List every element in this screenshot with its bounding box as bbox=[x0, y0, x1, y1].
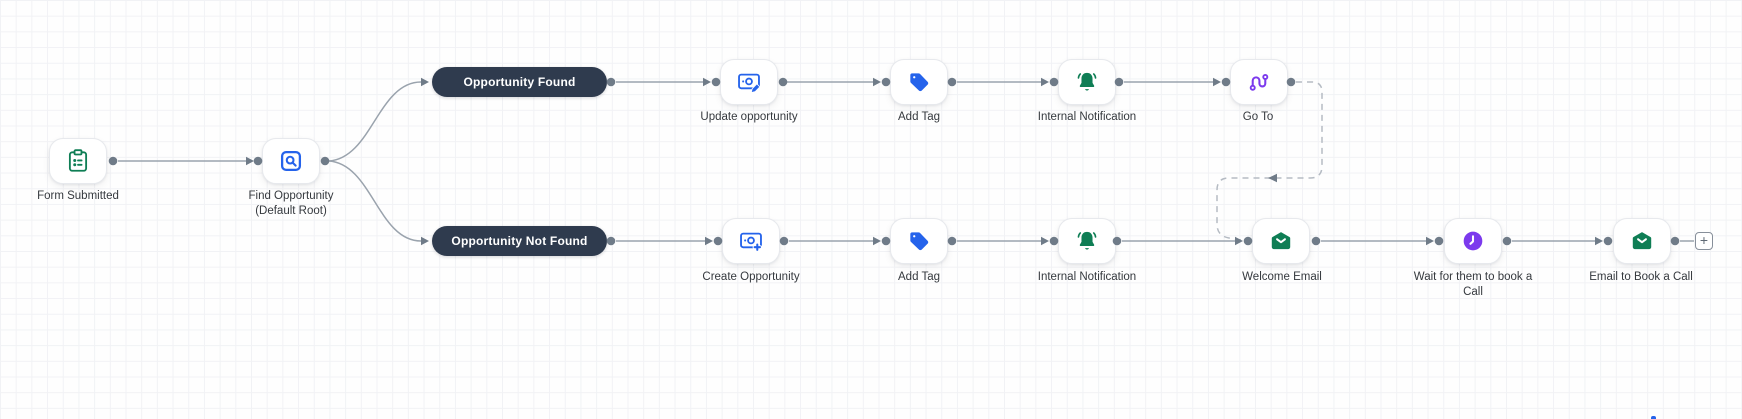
form-clipboard-icon bbox=[68, 149, 88, 172]
node-label-wait-book-call: Wait for them to book a Call bbox=[1413, 271, 1533, 298]
node-form-submitted[interactable] bbox=[49, 138, 107, 184]
go-to-loop-dashed-connector bbox=[1216, 81, 1323, 241]
dashed-direction-arrow bbox=[1268, 173, 1277, 183]
node-label-form-submitted: Form Submitted bbox=[37, 190, 119, 202]
node-add-tag-bottom[interactable] bbox=[890, 218, 948, 264]
node-label-update-opportunity: Update opportunity bbox=[700, 111, 798, 123]
node-go-to[interactable] bbox=[1230, 59, 1288, 105]
branch-pill-label: Opportunity Found bbox=[463, 75, 576, 89]
node-internal-notification-top[interactable] bbox=[1058, 59, 1116, 105]
node-welcome-email[interactable] bbox=[1252, 218, 1310, 264]
node-internal-notification-bottom[interactable] bbox=[1058, 218, 1116, 264]
tag-icon bbox=[910, 232, 929, 251]
notification-bell-icon bbox=[1077, 72, 1097, 91]
opportunity-edit-icon bbox=[738, 73, 761, 93]
node-add-tag-top[interactable] bbox=[890, 59, 948, 105]
branch-curve-found bbox=[328, 81, 422, 162]
notification-bell-icon bbox=[1077, 231, 1097, 250]
email-icon bbox=[1632, 232, 1652, 250]
node-create-opportunity[interactable] bbox=[722, 218, 780, 264]
node-label-add-tag-top: Add Tag bbox=[898, 111, 940, 123]
node-label-add-tag-bottom: Add Tag bbox=[898, 271, 940, 283]
email-icon bbox=[1271, 232, 1291, 250]
partial-hidden-element bbox=[1651, 416, 1656, 419]
node-label-email-book-call: Email to Book a Call bbox=[1589, 271, 1693, 283]
node-label-internal-notification-top: Internal Notification bbox=[1037, 111, 1137, 123]
find-opportunity-label: Find Opportunity bbox=[248, 190, 334, 202]
node-label-find-opportunity: Find Opportunity (Default Root) bbox=[211, 189, 371, 219]
node-find-opportunity[interactable] bbox=[262, 138, 320, 184]
add-step-button[interactable]: + bbox=[1695, 232, 1713, 250]
node-label-internal-notification-bottom: Internal Notification bbox=[1037, 271, 1137, 283]
branch-pill-opportunity-not-found[interactable]: Opportunity Not Found bbox=[432, 226, 607, 256]
opportunity-add-icon bbox=[740, 232, 762, 252]
find-opportunity-search-icon bbox=[280, 150, 302, 172]
node-wait-book-call[interactable] bbox=[1444, 218, 1502, 264]
node-email-book-call[interactable] bbox=[1613, 218, 1671, 264]
tag-icon bbox=[910, 73, 929, 92]
find-opportunity-sublabel: (Default Root) bbox=[255, 205, 327, 217]
branch-pill-opportunity-found[interactable]: Opportunity Found bbox=[432, 67, 607, 97]
node-update-opportunity[interactable] bbox=[720, 59, 778, 105]
node-label-go-to: Go To bbox=[1242, 111, 1274, 123]
node-label-welcome-email: Welcome Email bbox=[1242, 271, 1322, 283]
node-label-create-opportunity: Create Opportunity bbox=[702, 271, 800, 283]
clock-icon bbox=[1463, 231, 1483, 251]
route-icon bbox=[1249, 74, 1269, 91]
branch-pill-label: Opportunity Not Found bbox=[451, 234, 588, 248]
connector-dots bbox=[108, 77, 1680, 246]
